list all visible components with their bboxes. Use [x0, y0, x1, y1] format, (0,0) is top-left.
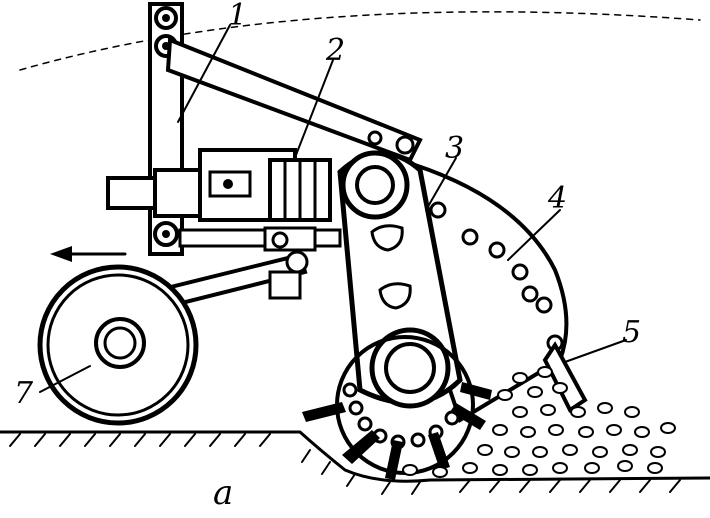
figure-caption: а — [213, 473, 233, 513]
tuber-pile — [402, 366, 676, 478]
top-link — [165, 37, 423, 163]
drive-shaft — [106, 148, 342, 248]
rotor — [302, 335, 492, 480]
dashed-arc — [19, 11, 701, 71]
callout-1: 1 — [228, 0, 247, 33]
ground — [0, 430, 710, 495]
callout-5: 5 — [622, 315, 641, 350]
blade — [542, 341, 588, 413]
callout-3: 3 — [445, 131, 464, 166]
callout-4: 4 — [547, 181, 567, 216]
callout-7: 7 — [14, 376, 34, 411]
support-wheel — [37, 264, 199, 426]
ground-hatching — [9, 433, 681, 495]
leader-lines — [39, 24, 627, 393]
left-arrow-icon — [50, 246, 127, 262]
callout-2: 2 — [325, 33, 345, 68]
